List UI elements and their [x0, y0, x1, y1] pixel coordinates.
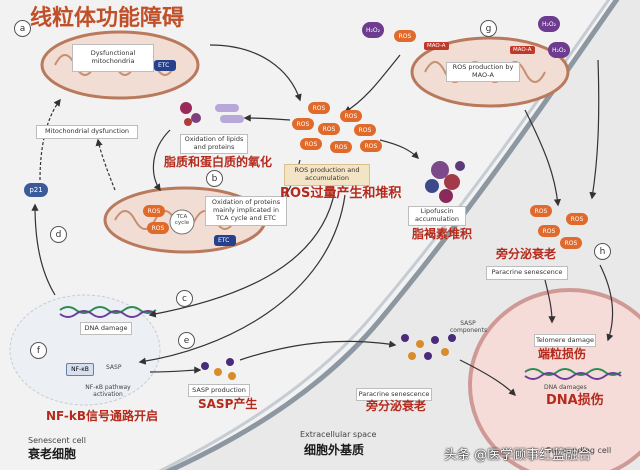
oxidation-tca-label: Oxidation of proteins mainly implicated … — [205, 196, 287, 226]
oxidation-lipids-label: Oxidation of lipids and proteins — [180, 134, 248, 154]
arrow-mao-down — [524, 109, 562, 207]
ros-cluster-6: ROS — [300, 138, 322, 150]
h2o2-left: H₂O₂ — [362, 22, 384, 38]
mao-a-left: MAO-A — [424, 42, 449, 50]
nfkb-badge: NF-κB — [66, 363, 94, 376]
arrow-ros-to-lipofuscin — [379, 139, 420, 160]
telomere-label: Telomere damage — [534, 334, 596, 347]
arrow-sasp-to-extracellular — [239, 340, 397, 361]
watermark-text: 头条 @医学顾事红蓝融合 — [444, 448, 592, 463]
marker-a: a — [14, 20, 31, 37]
cn-dna-label: DNA损伤 — [546, 393, 604, 408]
mao-ros-label: ROS production by MAO-A — [446, 62, 520, 82]
ros-cluster-4: ROS — [318, 123, 340, 135]
h2o2-right-2: H₂O₂ — [548, 42, 570, 58]
extracellular-label: Extracellular space — [300, 430, 377, 439]
lipofuscin-cluster — [425, 161, 465, 203]
sasp-small-label: SASP — [106, 364, 122, 371]
paracrine2-label: Paracrine senescence — [356, 388, 432, 401]
ros-mao-left: ROS — [394, 30, 416, 42]
arrow-mito-bottom-up — [95, 138, 116, 191]
arrow-paracrine-down — [544, 279, 556, 324]
arrow-oxidation-to-mito — [152, 129, 171, 192]
sasp-dots-cell — [201, 358, 236, 380]
p21-badge: p21 — [24, 183, 48, 197]
marker-g: g — [480, 20, 497, 37]
arrow-ros-to-nfkb-e — [138, 194, 346, 365]
ros-right-2: ROS — [566, 213, 588, 225]
lipofuscin-label: Lipofuscin accumulation — [408, 206, 466, 226]
cn-nfkb-label: NF-kB信号通路开启 — [46, 409, 158, 423]
marker-h: h — [594, 243, 611, 260]
ros-cluster-8: ROS — [360, 140, 382, 152]
cn-extracellular-label: 细胞外基质 — [304, 443, 365, 457]
cn-ros-label: ROS过量产生和堆积 — [280, 186, 402, 201]
surrounding-cell — [468, 288, 640, 470]
arrow-ros-to-oxidation — [243, 114, 291, 122]
marker-e: e — [178, 332, 195, 349]
marker-c: c — [176, 290, 193, 307]
arrow-nfkb-to-sasp — [149, 366, 202, 374]
senescent-cell-label: Senescent cell — [28, 436, 86, 445]
dna-strand-surrounding — [524, 368, 622, 380]
surrounding-cell-label: Surrounding cell — [546, 446, 612, 455]
etc-label-top: ETC — [158, 62, 170, 69]
ros-mito-bottom-2: ROS — [147, 222, 169, 234]
cn-telomere-label: 端粒损伤 — [538, 347, 587, 361]
mito-dysfunction-label: Mitochondrial dysfunction — [36, 125, 138, 139]
cn-paracrine2-label: 旁分泌衰老 — [366, 399, 427, 413]
marker-d: d — [50, 226, 67, 243]
arrow-p21-up — [39, 98, 61, 181]
cn-lipofuscin-label: 脂褐素堆积 — [412, 227, 473, 241]
diagram-title: 线粒体功能障碍 — [30, 6, 185, 31]
oxidation-cluster — [180, 102, 244, 126]
arrow-mito-to-ros — [209, 44, 302, 102]
tca-cycle-label: TCA cycle — [174, 214, 190, 226]
ros-production-label: ROS production and accumulation — [284, 164, 370, 186]
marker-f: f — [30, 342, 47, 359]
arrow-h-to-surrounding — [599, 264, 614, 342]
dysfunctional-mito-label: Dysfunctional mitochondria — [72, 44, 154, 72]
ros-right-1: ROS — [530, 205, 552, 217]
ros-cluster-3: ROS — [292, 118, 314, 130]
arrow-extracellular-to-surrounding — [459, 359, 517, 397]
ros-cluster-5: ROS — [354, 124, 376, 136]
ros-cluster-2: ROS — [340, 110, 362, 122]
ros-right-3: ROS — [538, 225, 560, 237]
nfkb-activation-label: NF-κB pathway activation — [85, 384, 131, 398]
etc-label-bottom: ETC — [218, 237, 230, 244]
sasp-components-label: SASP components — [450, 320, 488, 334]
ros-mito-bottom-1: ROS — [143, 205, 165, 217]
cn-oxidation-label: 脂质和蛋白质的氧化 — [164, 155, 273, 169]
arrow-h2o2-down — [589, 59, 600, 200]
mao-a-right: MAO-A — [510, 46, 535, 54]
arrow-dna-to-p21 — [31, 203, 56, 296]
h2o2-right-1: H₂O₂ — [538, 16, 560, 32]
ros-cluster-1: ROS — [308, 102, 330, 114]
sasp-production-label: SASP production — [188, 384, 250, 397]
dna-damages-label: DNA damages — [544, 384, 587, 391]
paracrine1-label: Paracrine senescence — [486, 266, 568, 280]
dna-strand-nucleus — [59, 306, 157, 318]
arrow-ros-to-dna-c — [148, 189, 336, 318]
ros-right-4: ROS — [560, 237, 582, 249]
cn-paracrine1-label: 旁分泌衰老 — [496, 247, 557, 261]
ros-cluster-7: ROS — [330, 141, 352, 153]
marker-b: b — [206, 170, 223, 187]
cn-senescent-label: 衰老细胞 — [28, 447, 77, 461]
cn-sasp-label: SASP产生 — [198, 397, 258, 411]
sasp-dots-extracellular — [401, 334, 456, 360]
arrow-mao-to-ros — [343, 54, 401, 113]
dna-damage-label: DNA damage — [80, 322, 132, 335]
